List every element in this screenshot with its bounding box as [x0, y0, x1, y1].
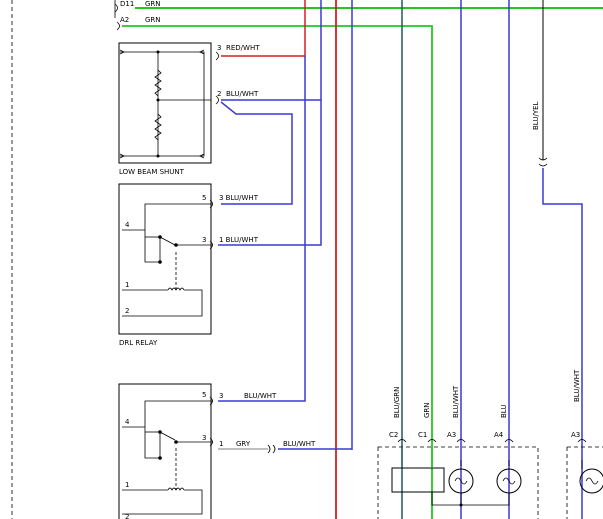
- pin-d11-label: D11: [120, 0, 134, 8]
- connector-a3-right: A3: [571, 431, 580, 439]
- relay3-pin1: 1: [125, 481, 129, 489]
- drl-relay: 5 3 4 1 2 DRL RELAY: [118, 183, 213, 347]
- drl-pin4: 4: [125, 221, 130, 229]
- drl-pin5: 5: [202, 194, 206, 202]
- drl-pin2: 2: [125, 307, 129, 315]
- relay3-wire3-color: GRY: [236, 440, 251, 448]
- shunt-pin2-color: BLU/WHT: [226, 90, 259, 98]
- headlight-module-right: [566, 446, 603, 519]
- relay3-wire5-color: BLU/WHT: [244, 392, 277, 400]
- relay-bottom: 5 3 4 1 2: [118, 383, 213, 519]
- bulb-icon: [579, 468, 603, 494]
- relay3-pin4: 4: [125, 418, 130, 426]
- shunt-pin3-color: RED/WHT: [226, 44, 260, 52]
- shunt-pin3-num: 3: [217, 44, 221, 52]
- relay3-wire-3: 1 GRY BLU/WHT: [218, 440, 352, 454]
- relay3-wire5-pin: 3: [219, 392, 223, 400]
- blu-yel-text: BLU/YEL: [532, 101, 540, 130]
- blu-yel-wire-label: BLU/YEL: [532, 101, 548, 167]
- connector-c2: C2: [389, 431, 398, 439]
- drl-pin1: 1: [125, 281, 129, 289]
- connector-pins: [397, 439, 587, 443]
- relay3-pin3: 3: [202, 434, 206, 442]
- shunt-pin2-num: 2: [217, 90, 221, 98]
- vlabel-blu-wht: BLU/WHT: [452, 385, 460, 418]
- connector-a4: A4: [494, 431, 504, 439]
- drl-wire5-label: 3 BLU/WHT: [219, 194, 259, 202]
- drl-wire3-label: 1 BLU/WHT: [219, 236, 259, 244]
- connector-a3: A3: [447, 431, 456, 439]
- pin-a2-label: A2: [120, 16, 129, 24]
- connector-c1: C1: [418, 431, 427, 439]
- top-wire-a2: A2 GRN: [116, 16, 433, 519]
- vlabel-grn: GRN: [423, 402, 431, 418]
- wire-blu-yel: [542, 168, 583, 519]
- relay3-pin2: 2: [125, 513, 129, 519]
- drl-wire-1: 1 BLU/WHT: [218, 100, 322, 246]
- drl-title: DRL RELAY: [119, 339, 158, 347]
- relay3-wire-5: 3 BLU/WHT: [218, 56, 306, 402]
- relay3-pin5: 5: [202, 391, 206, 399]
- drl-pin3: 3: [202, 236, 206, 244]
- shunt-title: LOW BEAM SHUNT: [119, 168, 185, 176]
- vlabel-blu-grn: BLU/GRN: [393, 387, 401, 418]
- vlabel-blu-wht-2: BLU/WHT: [573, 369, 581, 402]
- relay3-wire3-pin: 1: [219, 440, 223, 448]
- wire-d11-color: GRN: [145, 0, 161, 8]
- wire-a2-color: GRN: [145, 16, 161, 24]
- vlabel-blu: BLU: [500, 405, 508, 418]
- top-wire-d11: D11 GRN: [114, 0, 603, 13]
- low-beam-shunt: LOW BEAM SHUNT: [118, 42, 219, 176]
- headlight-module: [377, 446, 539, 519]
- drl-wire-3: 3 BLU/WHT: [219, 194, 259, 202]
- relay3-splice-color: BLU/WHT: [283, 440, 316, 448]
